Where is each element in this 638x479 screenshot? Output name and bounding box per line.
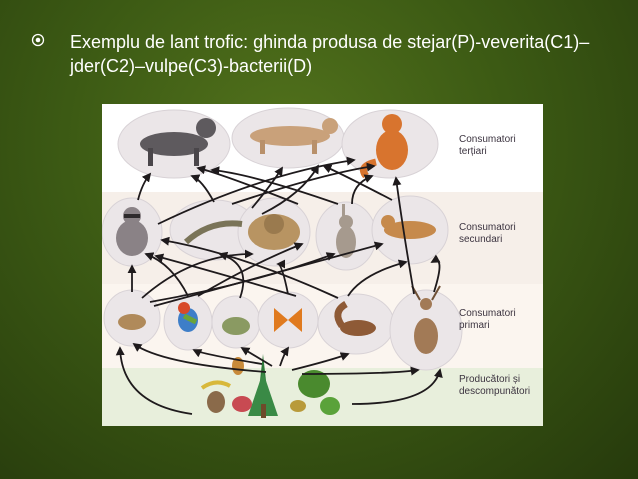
level-label-secondary: Consumatori secundari bbox=[459, 222, 516, 245]
food-web-illustration bbox=[102, 107, 463, 418]
cougar-icon bbox=[250, 118, 338, 154]
chipmunk-icon bbox=[118, 314, 146, 330]
food-web-arrows bbox=[115, 156, 443, 415]
owl-icon bbox=[248, 214, 300, 250]
wolf-icon bbox=[140, 118, 216, 166]
raccoon-icon bbox=[116, 207, 148, 256]
level-label-producers: Producători și descompunători bbox=[459, 374, 531, 397]
bird-icon bbox=[178, 302, 198, 332]
level-label-primary: Consumatori primari bbox=[459, 308, 516, 331]
butterfly-icon bbox=[274, 308, 302, 332]
lizard-icon bbox=[183, 220, 243, 245]
bullet-text: Exemplu de lant trofic: ghinda produsa d… bbox=[70, 32, 590, 76]
food-web-figure: Consumatori terțiari Consumatori secunda… bbox=[102, 104, 543, 426]
circle-bullet-icon bbox=[30, 32, 46, 48]
producers-icon bbox=[200, 354, 340, 418]
level-label-tertiary: Consumatori terțiari bbox=[459, 134, 516, 157]
squirrel-icon bbox=[334, 300, 376, 336]
rabbit-icon bbox=[336, 204, 356, 258]
weasel-icon bbox=[381, 215, 436, 239]
frog-icon bbox=[222, 317, 250, 335]
deer-icon bbox=[411, 285, 441, 354]
